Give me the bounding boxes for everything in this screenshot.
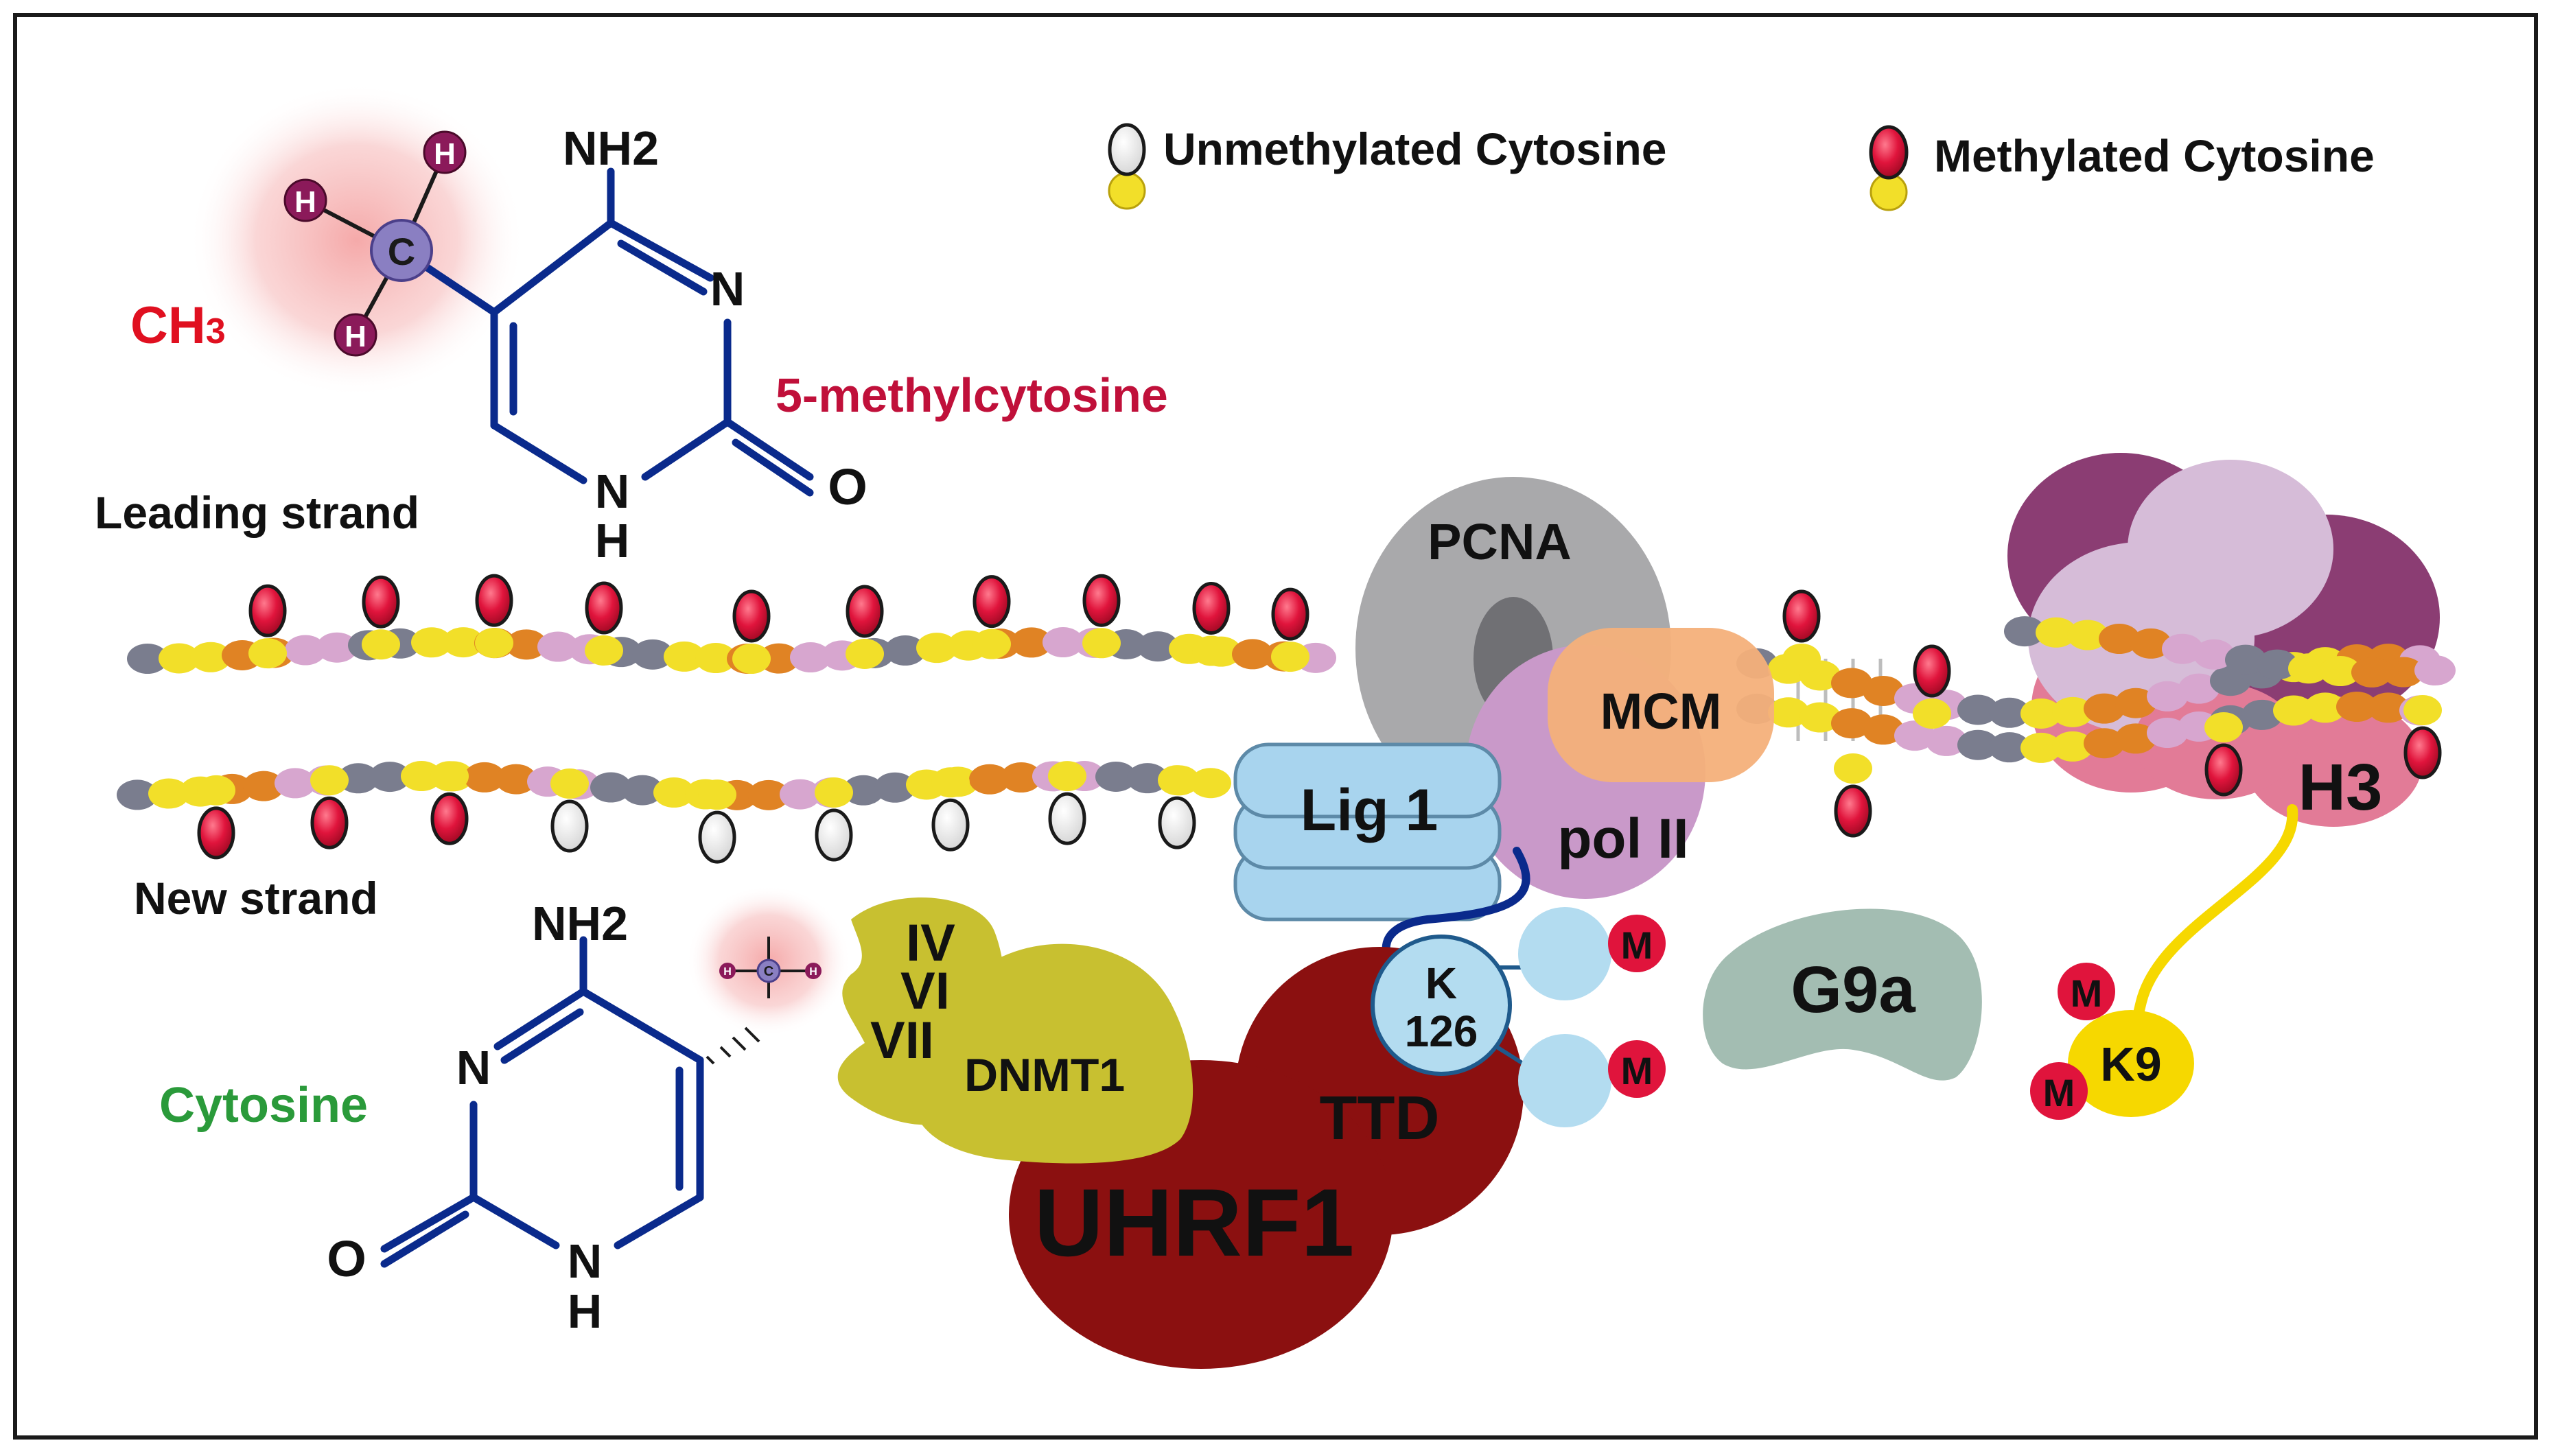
svg-text:H: H	[294, 185, 316, 219]
legend-methylated-icon	[1869, 125, 1909, 211]
unmethylated-cytosine	[550, 768, 589, 853]
methylated-cytosine	[585, 581, 623, 666]
methylated-cytosine	[197, 775, 235, 860]
g9a-enzyme	[1703, 908, 1982, 1081]
lig1-label: Lig 1	[1301, 777, 1438, 843]
ring-nh-hydrogen: H	[595, 514, 630, 567]
legend-unmethylated-label: Unmethylated Cytosine	[1163, 124, 1666, 174]
methylated-cytosine	[732, 589, 771, 674]
methylated-cytosine	[1271, 587, 1309, 672]
hydrogen-atom	[805, 963, 822, 979]
legend-unmethylated-icon	[1108, 123, 1146, 210]
methylated-cytosine	[310, 765, 349, 849]
methylated-cytosine	[1913, 644, 1951, 729]
pol-label: pol II	[1557, 808, 1688, 870]
methylcytosine-molecule: C H H H CH3 NH2 N N H O 5-methylcytosin	[130, 82, 1168, 567]
svg-text:H: H	[434, 137, 456, 171]
svg-text:H: H	[345, 320, 366, 353]
svg-text:M: M	[1621, 1049, 1653, 1092]
carbonyl-oxygen: O	[828, 458, 867, 515]
carbonyl-oxygen: O	[327, 1230, 366, 1287]
hydrogen-atom	[283, 178, 327, 222]
methylated-cytosine	[1782, 589, 1821, 674]
h3-label: H3	[2298, 751, 2383, 824]
hydrogen-atom	[334, 313, 377, 357]
domain-vi-label: VI	[900, 962, 950, 1020]
dnmt1-label: DNMT1	[964, 1049, 1125, 1101]
methyl-mark: M	[2030, 1062, 2088, 1120]
new-strand-label: New strand	[134, 873, 378, 924]
lig1-complex: Lig 1	[1233, 742, 1502, 921]
methylated-cytosine	[1834, 753, 1872, 838]
svg-text:C: C	[388, 230, 415, 273]
svg-text:C: C	[764, 964, 773, 979]
methylated-cytosine	[846, 585, 884, 669]
cytosine-name: Cytosine	[159, 1078, 368, 1133]
svg-text:H: H	[723, 966, 732, 978]
dnmt1-body	[911, 943, 1193, 1164]
methyl-group-label: CH3	[130, 296, 226, 355]
methylated-cytosine	[362, 575, 400, 660]
hydrogen-atom	[423, 130, 467, 174]
svg-text:H: H	[809, 966, 817, 978]
methylated-cytosine	[1082, 574, 1121, 659]
ring-nh-nitrogen: N	[595, 465, 630, 518]
k126-methyl-site	[1518, 907, 1611, 1000]
methylcytosine-name: 5-methylcytosine	[776, 368, 1168, 422]
leading-strand-label: Leading strand	[95, 487, 419, 538]
legend: Unmethylated Cytosine Methylated Cytosin…	[1108, 123, 2375, 211]
g9a-label: G9a	[1791, 953, 1915, 1026]
methyl-mark: M	[1608, 1040, 1666, 1098]
methyl-carbon-atom	[370, 219, 433, 282]
k9-label: K9	[2100, 1037, 2161, 1091]
mcm-label: MCM	[1600, 683, 1722, 740]
domain-iv-label: IV	[906, 914, 955, 972]
dna-layer	[117, 574, 2456, 864]
methylated-cytosine	[2403, 695, 2442, 779]
svg-text:M: M	[2071, 972, 2103, 1015]
methylated-cytosine	[475, 574, 513, 659]
methylated-cytosine	[430, 761, 469, 845]
svg-text:M: M	[1621, 924, 1653, 967]
k9-residue	[2068, 1010, 2194, 1117]
k126-letter: K	[1425, 959, 1457, 1008]
cytosine-molecule: C H H NH2 N N H O Cytos	[159, 885, 851, 1338]
methylated-cytosine	[972, 575, 1011, 659]
k126-methyl-site	[1518, 1034, 1611, 1127]
methylated-cytosine	[248, 584, 287, 669]
ring-nh-hydrogen: H	[568, 1284, 603, 1338]
upper-right-strand	[2004, 616, 2456, 688]
pcna-label: PCNA	[1428, 513, 1572, 570]
mcm-complex	[1548, 628, 1774, 782]
legend-methylated-label: Methylated Cytosine	[1934, 130, 2375, 181]
k126-number: 126	[1405, 1007, 1478, 1056]
unmethylated-cytosine	[931, 767, 970, 852]
methylated-cytosine	[1192, 581, 1231, 666]
ring-nitrogen: N	[456, 1041, 491, 1094]
methylated-cytosine	[2204, 712, 2243, 797]
unmethylated-cytosine	[1048, 761, 1086, 845]
svg-text:M: M	[2043, 1071, 2075, 1114]
ring-nh-nitrogen: N	[568, 1234, 603, 1288]
ring-nitrogen: N	[710, 262, 745, 316]
k126-residue: K 126	[1371, 907, 1611, 1127]
lower-right-strand	[1736, 692, 2441, 763]
amine-label: NH2	[563, 121, 659, 175]
methyl-mark: M	[2058, 963, 2115, 1020]
amine-label: NH2	[532, 897, 628, 950]
unmethylated-cytosine	[1158, 765, 1196, 849]
methyl-mark: M	[1608, 915, 1666, 972]
domain-vii-label: VII	[870, 1011, 934, 1070]
ttd-label: TTD	[1320, 1084, 1440, 1153]
hydrogen-atom	[719, 963, 736, 979]
unmethylated-cytosine	[698, 779, 736, 864]
uhrf1-label: UHRF1	[1034, 1169, 1355, 1276]
unmethylated-cytosine	[815, 777, 853, 862]
